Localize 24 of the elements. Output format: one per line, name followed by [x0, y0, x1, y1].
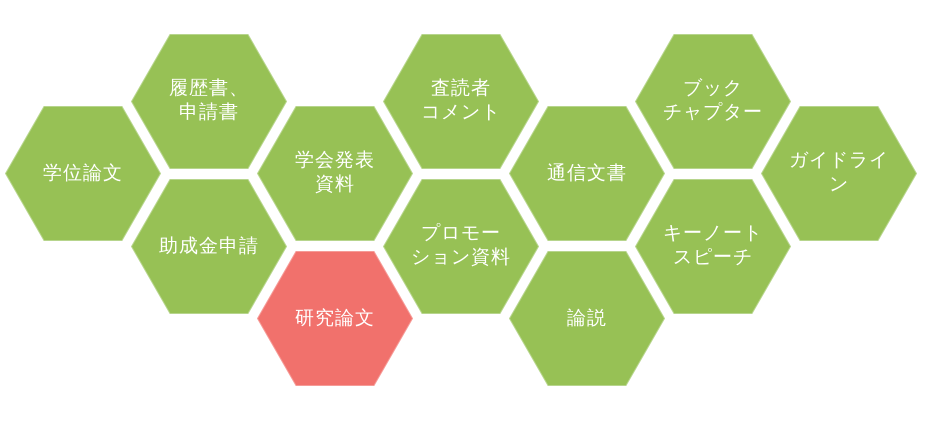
hexagon-tile [5, 106, 161, 241]
category-label: プロモーション資料 [411, 220, 511, 269]
category-label: 研究論文 [295, 306, 375, 330]
hexagon-tile [509, 251, 665, 386]
hexagon-tile [761, 106, 917, 241]
hexagon-tile [257, 251, 413, 386]
hexagon-tile [383, 179, 539, 314]
hexagon-tile [131, 179, 287, 314]
category-label: 論説 [567, 306, 607, 330]
hexagon-tile [257, 106, 413, 241]
category-label: 学位論文 [43, 160, 123, 185]
category-label: キーノートスピーチ [663, 220, 763, 269]
hexagon-tile [509, 106, 665, 241]
category-label: 学会発表資料 [295, 148, 375, 196]
category-label: 履歴書、申請書 [169, 76, 249, 124]
hexagon-tile [131, 34, 287, 169]
category-label: ガイドライン [789, 148, 889, 196]
hexagon-tile [635, 34, 791, 169]
category-label: 助成金申請 [159, 234, 259, 258]
category-label: 通信文書 [547, 160, 627, 185]
category-label: ブックチャプター [663, 76, 763, 124]
hexagon-tile [635, 179, 791, 314]
category-label: 査読者コメント [421, 76, 501, 124]
hexagon-tile [383, 34, 539, 169]
